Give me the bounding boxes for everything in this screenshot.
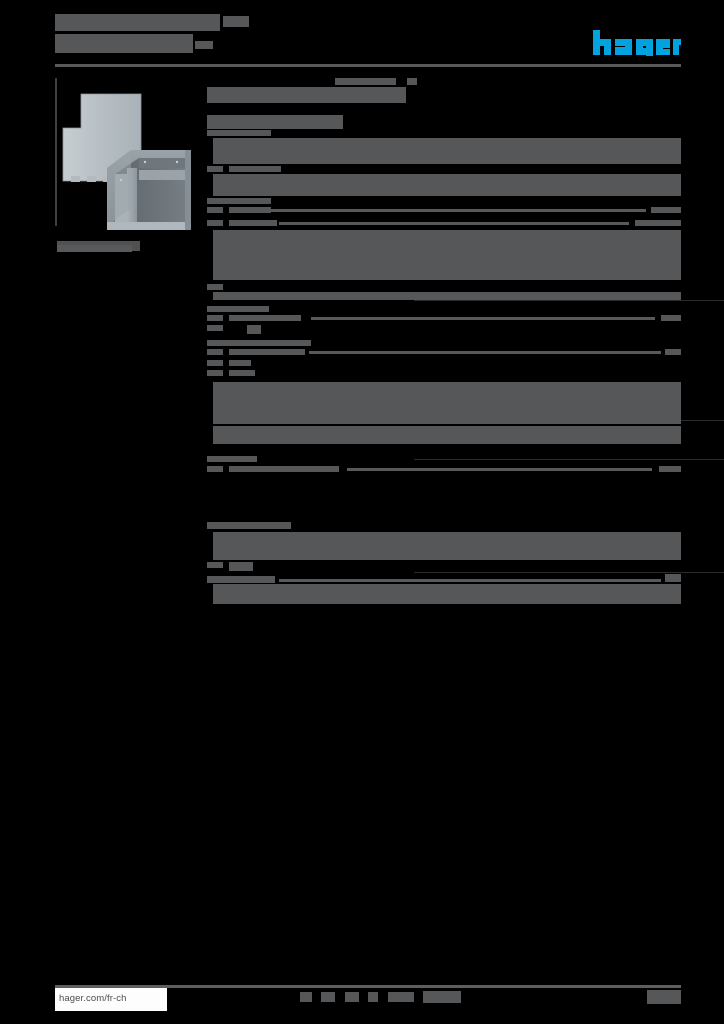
- row-value: [635, 220, 681, 226]
- spec-section-6: [207, 522, 681, 604]
- section-5-title: [207, 456, 257, 462]
- enclosure-illustration-icon: [62, 93, 191, 230]
- content-subheading: [207, 104, 681, 130]
- row-bullet: [207, 166, 223, 172]
- row-label: [229, 360, 251, 366]
- spec-section-1: [207, 130, 681, 196]
- section-divider: [414, 300, 724, 301]
- product-image-caption-line-2: [57, 245, 132, 252]
- page-title-line-2: [55, 34, 193, 53]
- row-label: [229, 315, 301, 321]
- leader-dots: [347, 468, 652, 471]
- leader-dots: [271, 209, 646, 212]
- page-title-suffix: [223, 16, 249, 27]
- row-bullet: [207, 349, 223, 355]
- heading-kicker-2: [407, 78, 417, 85]
- footer-center-text: [300, 988, 462, 1006]
- table-row: [213, 138, 681, 164]
- footer-text-part: [387, 991, 414, 1002]
- section-6-title: [207, 522, 291, 529]
- section-divider: [414, 459, 724, 460]
- footer-text-part: [368, 991, 379, 1002]
- section-1-title: [207, 130, 271, 136]
- heading-text: [207, 87, 406, 103]
- row-label: [229, 220, 277, 226]
- spec-section-5: [207, 448, 681, 490]
- row-label: [229, 562, 253, 571]
- row-bullet: [207, 284, 223, 290]
- section-2-title: [207, 198, 271, 204]
- row-label: [207, 576, 275, 583]
- row-bullet: [207, 370, 223, 376]
- spec-section-4: [207, 336, 681, 448]
- content-heading: [207, 78, 681, 104]
- row-value: [665, 349, 681, 355]
- page-footer: hager.com/fr-ch: [55, 988, 681, 1012]
- leader-dots: [309, 351, 661, 354]
- spec-section-3: [207, 300, 681, 336]
- section-divider: [414, 572, 724, 573]
- leader-dots: [279, 222, 629, 225]
- row-bullet: [207, 220, 223, 226]
- page-title-suffix-2: [195, 41, 213, 49]
- heading-kicker: [335, 78, 396, 85]
- row-value: [665, 574, 681, 582]
- row-label: [229, 466, 339, 472]
- row-value: [661, 315, 681, 321]
- section-3-title: [207, 306, 269, 312]
- row-label: [229, 370, 255, 376]
- spec-section-2: [207, 192, 681, 300]
- header-divider: [55, 64, 681, 67]
- leader-dots: [311, 317, 655, 320]
- footer-text-part: [321, 991, 336, 1002]
- table-row: [213, 584, 681, 604]
- hager-logo-icon: [593, 30, 681, 59]
- row-bullet: [207, 325, 223, 331]
- row-value: [651, 207, 681, 213]
- footer-text-part: [300, 991, 312, 1002]
- footer-divider: [55, 985, 681, 988]
- footer-page-number: [647, 988, 681, 1006]
- page-title-line-1: [55, 14, 220, 31]
- table-row: [213, 230, 681, 280]
- table-row: [213, 292, 681, 300]
- footer-text-part: [344, 991, 359, 1002]
- row-value: [659, 466, 681, 472]
- footer-url-box[interactable]: hager.com/fr-ch: [55, 988, 167, 1011]
- table-row: [213, 382, 681, 424]
- hager-logo[interactable]: [593, 30, 681, 59]
- main-content: [207, 78, 724, 604]
- row-bullet: [207, 207, 223, 213]
- leader-dots: [279, 579, 661, 582]
- row-label: [229, 349, 305, 355]
- page-title: [55, 14, 249, 53]
- row-label: [229, 207, 271, 213]
- page-header: [55, 14, 681, 66]
- table-row: [213, 426, 681, 444]
- row-bullet: [207, 360, 223, 366]
- table-row: [213, 174, 681, 196]
- row-sub-value: [247, 325, 261, 334]
- row-bullet: [207, 466, 223, 472]
- row-label: [229, 166, 281, 172]
- page-number-text: [647, 989, 681, 1004]
- footer-url-link[interactable]: hager.com/fr-ch: [59, 993, 127, 1004]
- section-4-title: [207, 340, 311, 346]
- left-column-divider: [55, 78, 57, 226]
- footer-text-part: [423, 990, 462, 1003]
- table-row: [213, 532, 681, 560]
- product-image: [59, 88, 194, 236]
- row-bullet: [207, 315, 223, 321]
- row-bullet: [207, 562, 223, 568]
- subheading-text: [207, 115, 343, 129]
